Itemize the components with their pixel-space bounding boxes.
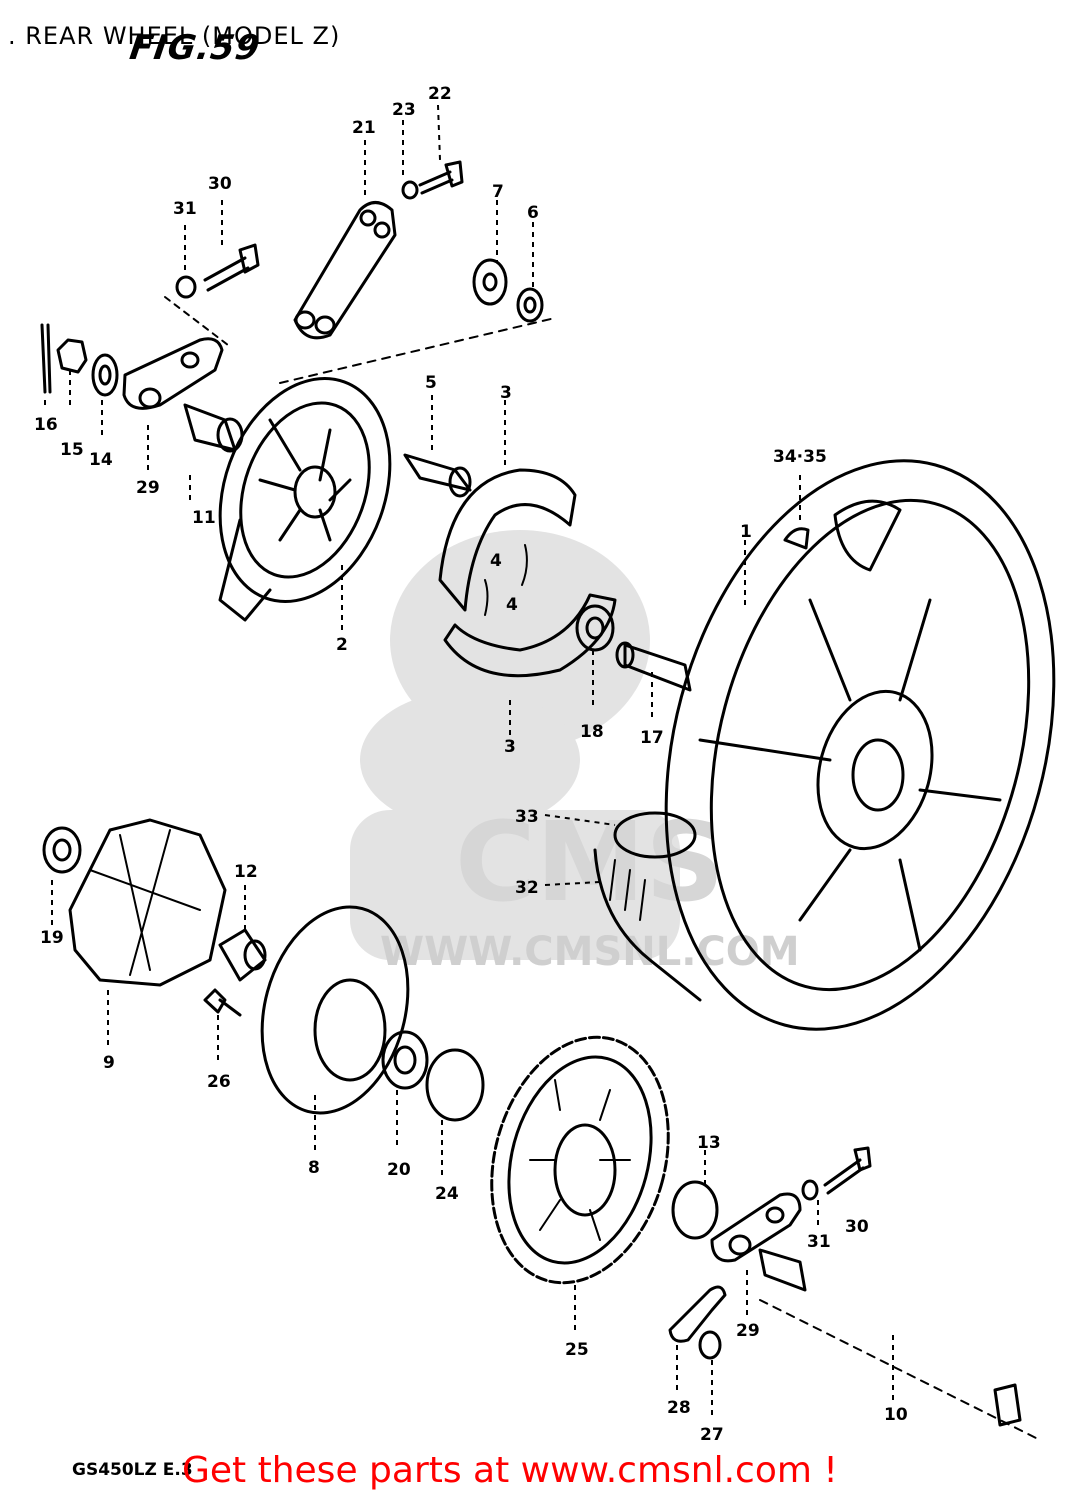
callout-11: 11 xyxy=(192,508,216,528)
callout-31-top: 31 xyxy=(173,199,197,219)
callout-leaders xyxy=(44,104,894,1415)
callout-33: 33 xyxy=(515,807,539,827)
callout-34-35: 34·35 xyxy=(773,447,827,467)
watermark-brand: CMS xyxy=(455,798,724,926)
callout-1: 1 xyxy=(740,522,752,542)
callout-8: 8 xyxy=(308,1158,320,1178)
callout-5: 5 xyxy=(425,373,437,393)
callout-10: 10 xyxy=(884,1405,908,1425)
callout-9: 9 xyxy=(103,1053,115,1073)
callout-21: 21 xyxy=(352,118,376,138)
callout-29-right: 29 xyxy=(736,1321,760,1341)
figure-label: FIG.59 xyxy=(127,28,263,68)
callout-4-bottom: 4 xyxy=(506,595,518,615)
model-code: GS450LZ E.3 xyxy=(72,1460,193,1480)
callout-labels: 1 2 3 3 4 4 5 6 7 8 9 10 11 12 13 14 15 … xyxy=(34,84,908,1445)
callout-6: 6 xyxy=(527,203,539,223)
callout-31-bottom: 31 xyxy=(807,1232,831,1252)
callout-3-top: 3 xyxy=(500,383,512,403)
callout-17: 17 xyxy=(640,728,664,748)
callout-28: 28 xyxy=(667,1398,691,1418)
callout-26: 26 xyxy=(207,1072,231,1092)
watermark-url: WWW.CMSNL.COM xyxy=(380,929,800,975)
callout-16: 16 xyxy=(34,415,58,435)
callout-14: 14 xyxy=(89,450,113,470)
callout-25: 25 xyxy=(565,1340,589,1360)
callout-29-left: 29 xyxy=(136,478,160,498)
callout-12: 12 xyxy=(234,862,258,882)
callout-24: 24 xyxy=(435,1184,459,1204)
callout-7: 7 xyxy=(492,182,504,202)
callout-27: 27 xyxy=(700,1425,724,1445)
callout-15: 15 xyxy=(60,440,84,460)
callout-4-top: 4 xyxy=(490,551,502,571)
callout-2: 2 xyxy=(336,635,348,655)
callout-3-bottom: 3 xyxy=(504,737,516,757)
callout-13: 13 xyxy=(697,1133,721,1153)
callout-22: 22 xyxy=(428,84,452,104)
parts-line-art xyxy=(40,160,1056,1441)
parts-link[interactable]: Get these parts at www.cmsnl.com ! xyxy=(182,1450,838,1491)
callout-32: 32 xyxy=(515,878,539,898)
watermark-logo: CMS WWW.CMSNL.COM xyxy=(350,530,800,975)
callout-30-bottom: 30 xyxy=(845,1217,869,1237)
callout-18: 18 xyxy=(580,722,604,742)
callout-30-top: 30 xyxy=(208,174,232,194)
page-title: . REAR WHEEL (MODEL Z) xyxy=(8,22,341,50)
callout-20: 20 xyxy=(387,1160,411,1180)
callout-19: 19 xyxy=(40,928,64,948)
callout-23: 23 xyxy=(392,100,416,120)
